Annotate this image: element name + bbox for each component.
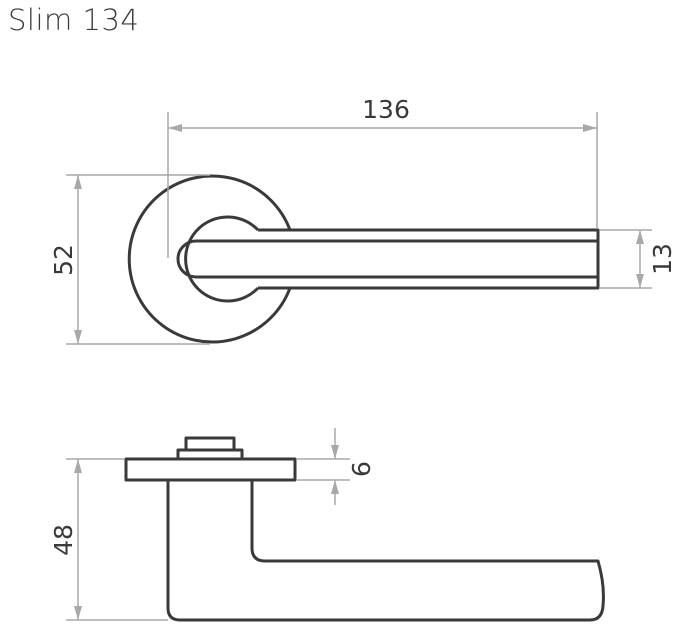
rose-outer-arc xyxy=(127,174,292,344)
lever-body xyxy=(258,228,600,290)
side-view xyxy=(124,436,605,622)
page-title: Slim 134 xyxy=(8,3,140,37)
lever-side-profile xyxy=(166,480,605,622)
dim-label-136: 136 xyxy=(362,95,410,124)
dim-label-13: 13 xyxy=(648,243,677,275)
dimension-52: 52 xyxy=(49,174,210,345)
dim-label-6: 6 xyxy=(347,461,376,477)
dimension-48: 48 xyxy=(49,458,168,621)
spindle-cap xyxy=(184,436,236,452)
rose-plate xyxy=(124,457,297,482)
dimension-6: 6 xyxy=(297,428,376,505)
dim-label-52: 52 xyxy=(49,244,78,276)
lever-inner-face xyxy=(176,239,598,279)
dimension-13: 13 xyxy=(600,229,677,289)
dim-label-48: 48 xyxy=(49,524,78,556)
hub-arc xyxy=(184,215,260,303)
dimension-136: 136 xyxy=(167,95,598,258)
top-view xyxy=(127,174,600,344)
